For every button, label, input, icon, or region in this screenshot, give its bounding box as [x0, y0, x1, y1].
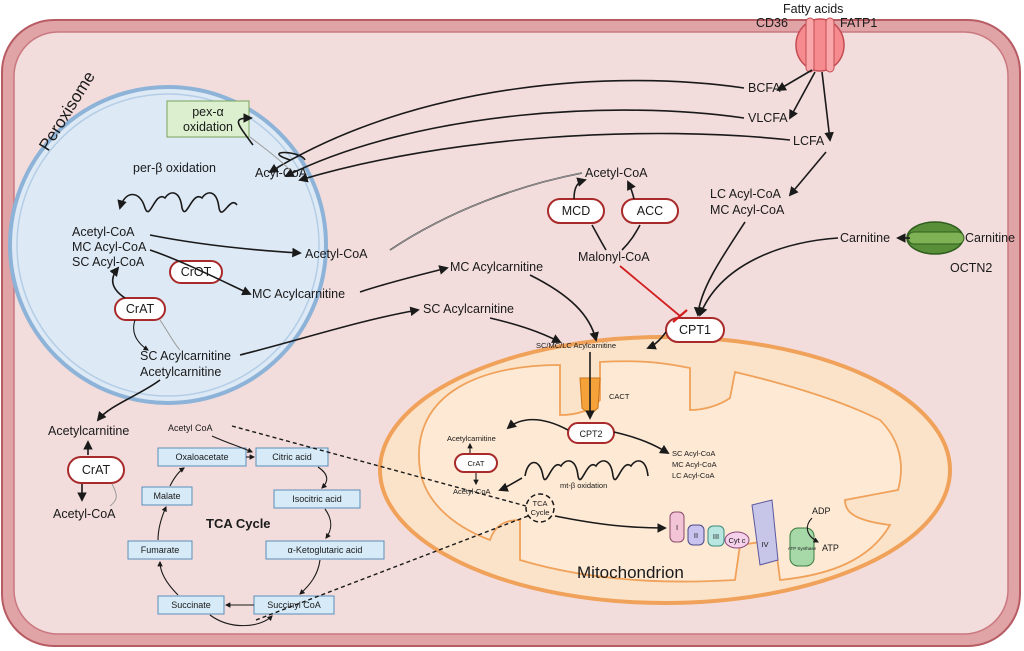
bcfa-label: BCFA: [748, 81, 781, 95]
succinate-label: Succinate: [171, 600, 211, 610]
mito-lc-acyl-coa: LC Acyl-CoA: [672, 471, 715, 480]
acc-label: ACC: [637, 204, 663, 218]
vlcfa-label: VLCFA: [748, 111, 788, 125]
cyto-mc-acylcarnitine: MC Acylcarnitine: [450, 260, 543, 274]
complex-iv-icon: [751, 499, 779, 566]
mcd-enzyme: [547, 198, 605, 224]
octn2-transporter-icon: [906, 221, 965, 255]
aketo-label: α-Ketoglutaric acid: [288, 545, 363, 555]
perox-crat-label: CrAT: [126, 302, 155, 316]
carnitine-outside-label: Carnitine: [965, 231, 1015, 245]
pex-alpha-box: [166, 100, 250, 138]
atp-label: ATP: [822, 543, 839, 553]
aketo-box: [265, 540, 385, 560]
complex-iv-label: IV: [761, 540, 768, 549]
isocitric-label: Isocitric acid: [292, 494, 342, 504]
perox-mc-acylcarnitine: MC Acylcarnitine: [252, 287, 345, 301]
pex-alpha-line1: pex-α: [192, 105, 224, 119]
fatty-acids-label: Fatty acids: [783, 2, 843, 16]
complex-ii-label: II: [694, 531, 698, 540]
fatp1-label: FATP1: [840, 16, 877, 30]
atp-synthase-icon: [789, 527, 815, 567]
malate-box: [141, 486, 193, 506]
cyto-sc-acylcarnitine: SC Acylcarnitine: [423, 302, 514, 316]
tca-acetyl-coa: Acetyl CoA: [168, 423, 213, 433]
succinate-box: [157, 595, 225, 615]
complex-ii-icon: [687, 524, 705, 546]
adp-label: ADP: [812, 506, 831, 516]
mito-tca-cycle-icon: [525, 493, 555, 523]
mcd-label: MCD: [562, 204, 590, 218]
sc-mc-lc-acylcarnitine: SC/MC/LC Acylcarnitine: [536, 341, 616, 350]
cyto-crat-label: CrAT: [82, 463, 111, 477]
complex-i-label: I: [676, 523, 678, 532]
cpt2-label: CPT2: [579, 429, 602, 439]
perox-acetylcarnitine: Acetylcarnitine: [140, 365, 221, 379]
lc-acyl-coa-label: LC Acyl-CoA: [710, 187, 782, 201]
perox-sc-acylcarnitine: SC Acylcarnitine: [140, 349, 231, 363]
perox-acetyl-coa: Acetyl-CoA: [72, 225, 135, 239]
mito-mc-acyl-coa: MC Acyl-CoA: [672, 460, 717, 469]
per-beta-spiral: [117, 192, 238, 213]
mito-acetylcarnitine: Acetylcarnitine: [447, 434, 496, 443]
mito-crat-label: CrAT: [468, 459, 485, 468]
perox-acetyl-coa-out: Acetyl-CoA: [305, 247, 368, 261]
perox-mc-acyl-coa: MC Acyl-CoA: [72, 240, 147, 254]
complex-iii-icon: [707, 525, 725, 547]
carnitine-inside-label: Carnitine: [840, 231, 890, 245]
atp-synthase-label: ATP Synthase: [788, 546, 817, 551]
fatty-acid-transporter-icon: [795, 17, 845, 73]
citric-acid-label: Citric acid: [272, 452, 312, 462]
succinyl-label: Succinyl CoA: [267, 600, 321, 610]
complex-iii-label: III: [713, 532, 719, 541]
cyto-acetyl-coa: Acetyl-CoA: [585, 166, 648, 180]
crot-label: CrOT: [181, 265, 212, 279]
mito-tca-line1: TCA: [533, 499, 548, 508]
tca-cycle-title: TCA Cycle: [206, 516, 271, 531]
per-beta-label: per-β oxidation: [133, 161, 216, 175]
peroxisome: [8, 85, 328, 405]
cyt-c-icon: [724, 531, 750, 549]
lcfa-label: LCFA: [793, 134, 825, 148]
citric-acid-box: [255, 447, 329, 467]
cpt2-enzyme: [567, 422, 615, 444]
cd36-label: CD36: [756, 16, 788, 30]
complex-i-icon: [669, 511, 685, 543]
octn2-label: OCTN2: [950, 261, 992, 275]
cyto-acetylcarnitine: Acetylcarnitine: [48, 424, 129, 438]
fumarate-box: [127, 540, 193, 560]
mt-beta-spiral: [524, 460, 649, 481]
perox-crat-enzyme: [114, 297, 166, 321]
fumarate-label: Fumarate: [141, 545, 180, 555]
cact-label: CACT: [609, 392, 630, 401]
mitochondrion-title: Mitochondrion: [577, 563, 684, 582]
mito-crat-enzyme: [454, 453, 498, 473]
mito-sc-acyl-coa: SC Acyl-CoA: [672, 449, 715, 458]
acyl-coa-label: Acyl-CoA: [255, 166, 308, 180]
mt-beta-label: mt-β oxidation: [560, 481, 607, 490]
crot-enzyme: [169, 260, 223, 284]
cyto-acetyl-coa-bottom: Acetyl-CoA: [53, 507, 116, 521]
cpt1-label: CPT1: [679, 323, 711, 337]
mito-tca-line2: Cycle: [531, 508, 550, 517]
oxaloacetate-label: Oxaloacetate: [175, 452, 228, 462]
cyto-crat-enzyme: [67, 456, 125, 484]
cpt1-enzyme: [665, 317, 725, 343]
malate-label: Malate: [153, 491, 180, 501]
perox-sc-acyl-coa: SC Acyl-CoA: [72, 255, 145, 269]
isocitric-box: [273, 489, 361, 509]
malonyl-coa-label: Malonyl-CoA: [578, 250, 650, 264]
acc-enzyme: [621, 198, 679, 224]
cyt-c-label: Cyt c: [728, 536, 745, 545]
pex-alpha-line2: oxidation: [183, 120, 233, 134]
mc-acyl-coa-label: MC Acyl-CoA: [710, 203, 785, 217]
